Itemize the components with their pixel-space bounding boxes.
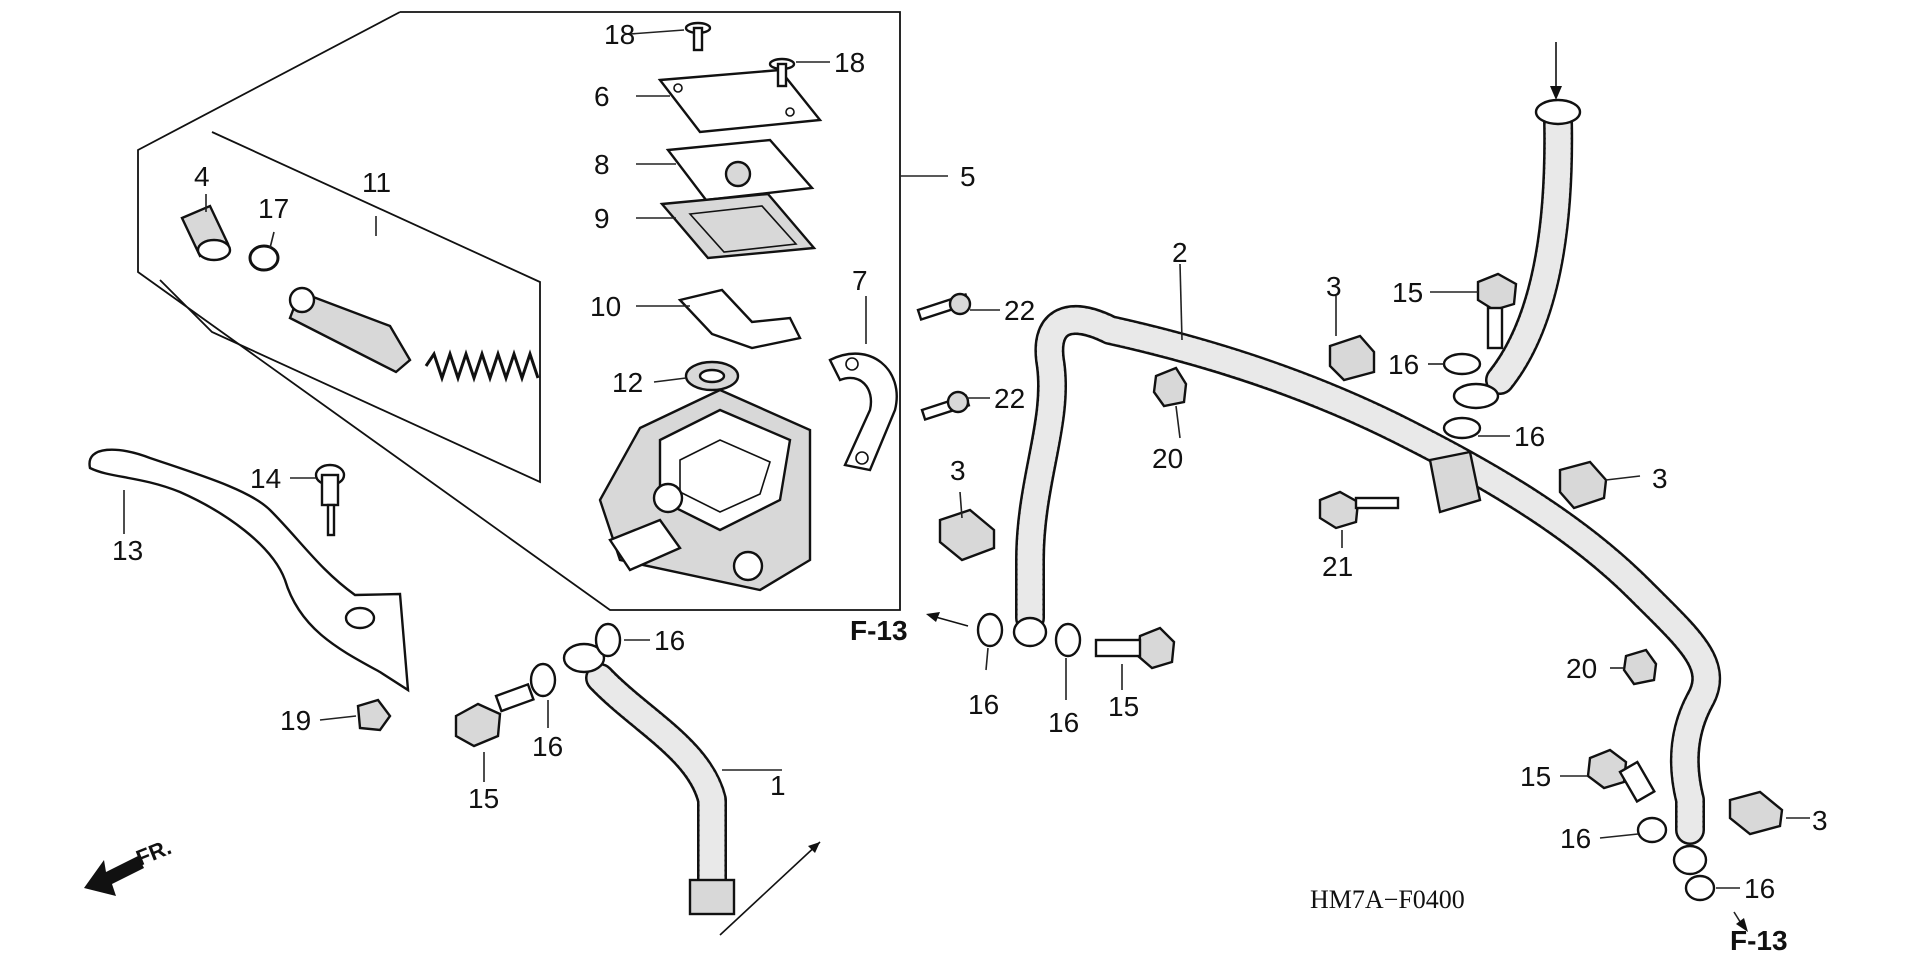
callout-18: 18 — [834, 47, 865, 78]
diaphragm-plate — [677, 288, 802, 350]
spring — [424, 349, 540, 383]
callout-22: 22 — [994, 383, 1025, 414]
callout-20: 20 — [1566, 653, 1597, 684]
bolt-15c — [1094, 626, 1176, 670]
callout-3: 3 — [1812, 805, 1828, 836]
bolt-22b — [920, 390, 971, 422]
washer-16d — [1442, 416, 1482, 440]
cut-line — [719, 841, 821, 936]
arrow-icon — [1736, 918, 1748, 932]
callout-10: 10 — [590, 291, 621, 322]
piston-set-outline — [159, 131, 541, 484]
callout-13: 13 — [112, 535, 143, 566]
front-label: FR. — [133, 834, 175, 870]
brake-lever — [88, 448, 410, 693]
brake-hose-2 — [1012, 305, 1722, 876]
washer-16e — [976, 612, 1004, 648]
inlet-arrow-icon — [1550, 86, 1562, 100]
circlip-17 — [248, 244, 280, 272]
callout-2: 2 — [1172, 237, 1188, 268]
callout-16: 16 — [654, 625, 685, 656]
ref-leader-left — [931, 615, 969, 627]
bolt-21 — [1318, 490, 1400, 530]
screw-18b — [768, 57, 796, 88]
brake-hose-upper-right — [1452, 98, 1582, 410]
bolt-15a — [454, 682, 535, 748]
callout-5: 5 — [960, 161, 976, 192]
screw-18a — [684, 21, 712, 52]
callout-19: 19 — [280, 705, 311, 736]
callout-16: 16 — [1514, 421, 1545, 452]
cap-plate — [665, 138, 815, 202]
callout-20: 20 — [1152, 443, 1183, 474]
pivot-bolt-14 — [314, 463, 346, 537]
drawing-code: HM7A−F0400 — [1310, 885, 1465, 914]
leader-lines — [123, 29, 1810, 929]
callout-8: 8 — [594, 149, 610, 180]
brake-hose-1 — [562, 642, 736, 916]
callout-16: 16 — [1388, 349, 1419, 380]
washer-16a — [529, 662, 557, 698]
callout-3: 3 — [1652, 463, 1668, 494]
callout-18: 18 — [604, 19, 635, 50]
callout-7: 7 — [852, 265, 868, 296]
callout-12: 12 — [612, 367, 643, 398]
washer-16f — [1054, 622, 1082, 658]
master-cylinder-holder — [828, 352, 898, 472]
cut-line-arrow — [808, 842, 820, 853]
bolt-15b — [1476, 272, 1518, 350]
callout-4: 4 — [194, 161, 210, 192]
callout-16: 16 — [532, 731, 563, 762]
callout-3: 3 — [950, 455, 966, 486]
callout-16: 16 — [1048, 707, 1079, 738]
master-cylinder-assembly-outline — [137, 11, 901, 611]
washer-16h — [1684, 874, 1716, 902]
callout-1: 1 — [770, 770, 786, 801]
callout-22: 22 — [1004, 295, 1035, 326]
callout-17: 17 — [258, 193, 289, 224]
clamp-3b — [1558, 460, 1608, 510]
callout-9: 9 — [594, 203, 610, 234]
reservoir-cap — [657, 68, 823, 134]
washer-16b — [594, 622, 622, 658]
arrow-icon — [926, 612, 940, 622]
callout-16: 16 — [1744, 873, 1775, 904]
callout-15: 15 — [468, 783, 499, 814]
callout-14: 14 — [250, 463, 281, 494]
bolt-15d — [1586, 748, 1656, 804]
diaphragm — [659, 192, 817, 260]
grommet-20a — [1152, 366, 1188, 408]
callout-16: 16 — [1560, 823, 1591, 854]
grommet-20b — [1622, 648, 1658, 686]
callout-6: 6 — [594, 81, 610, 112]
callout-15: 15 — [1520, 761, 1551, 792]
boot-12 — [684, 360, 740, 392]
washer-16g — [1636, 816, 1668, 844]
master-cylinder-body — [598, 388, 812, 592]
ref-f13-right: F-13 — [1730, 925, 1788, 956]
clamp-3c — [938, 508, 996, 562]
washer-16c — [1442, 352, 1482, 376]
callout-15: 15 — [1108, 691, 1139, 722]
callout-21: 21 — [1322, 551, 1353, 582]
bolt-22a — [916, 292, 972, 322]
boot-4 — [180, 204, 232, 262]
callout-16: 16 — [968, 689, 999, 720]
ref-f13-left: F-13 — [850, 615, 908, 646]
three-way-joint — [1428, 450, 1482, 514]
clamp-3a — [1328, 334, 1376, 382]
piston — [288, 286, 412, 374]
front-arrow-icon — [84, 856, 144, 896]
nut-19 — [356, 698, 392, 732]
callout-15: 15 — [1392, 277, 1423, 308]
clamp-3d — [1728, 790, 1784, 836]
callout-11: 11 — [362, 167, 391, 198]
callout-labels: 1 2 3 3 3 3 4 5 6 7 8 9 10 11 12 13 14 1… — [112, 19, 1828, 904]
callout-3: 3 — [1326, 271, 1342, 302]
